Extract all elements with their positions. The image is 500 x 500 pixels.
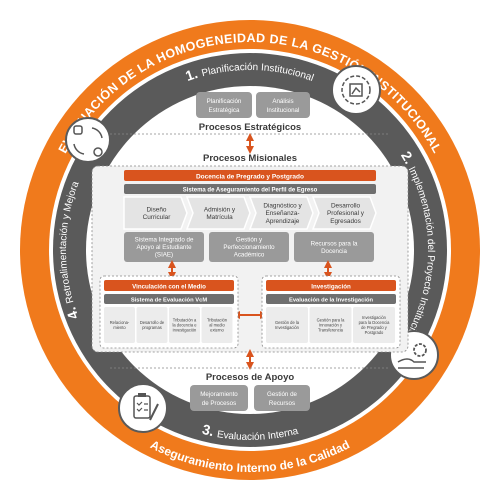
investigacion-item-1-line-2: Investigación	[275, 325, 300, 330]
investigacion-bar-label: Investigación	[311, 283, 351, 290]
planificacion-estrategica-line2: Estratégica	[209, 107, 241, 114]
perfil-egreso-bar-label: Sistema de Aseguramiento del Perfil de E…	[183, 188, 318, 194]
docencia-support-box-2-line-2: Perfeccionamiento	[223, 244, 275, 251]
docencia-support-box-3-line-2: Docencia	[321, 248, 347, 255]
investigacion-item-3	[353, 307, 395, 343]
perfil-step-2-line-1: Admisión y	[204, 206, 236, 213]
vinculacion-item-2	[136, 307, 168, 343]
investigacion-item-2-line-3: Transferencia	[318, 327, 344, 332]
investigacion-sub-bar	[266, 294, 396, 304]
docencia-support-box-1-line-1: Sistema Integrado de	[135, 237, 194, 244]
perfil-step-4-line-1: Desarrollo	[331, 203, 361, 210]
vinculacion-item-3	[169, 307, 200, 343]
clipboard-checklist-icon	[118, 383, 168, 433]
investigacion-item-2	[309, 307, 352, 343]
docencia-support-box-3	[294, 232, 374, 262]
vinculacion-section: Vinculación con el Medio Sistema de Eval…	[99, 275, 239, 349]
vinculacion-item-3-line-2: la docencia e	[172, 322, 197, 327]
perfil-step-3	[248, 196, 314, 230]
gestion-recursos-line2: Recursos	[269, 400, 295, 407]
apoyo-title: Procesos de Apoyo	[206, 372, 295, 383]
investigacion-sub-label: Evaluación de la Investigación	[289, 297, 374, 303]
perfil-step-4	[311, 196, 377, 230]
settings-dashboard-icon	[331, 65, 381, 115]
docencia-bar	[124, 170, 376, 181]
gestion-recursos-box	[254, 385, 310, 411]
perfil-step-2-line-2: Matrícula	[206, 214, 233, 221]
apoyo-section: Procesos de Apoyo Mejoramiento de Proces…	[110, 367, 390, 411]
vinculacion-bar-label: Vinculación con el Medio	[132, 283, 206, 290]
investigacion-item-3-line-3: de Pregrado y	[361, 325, 388, 330]
docencia-support-box-1	[124, 232, 204, 262]
mejoramiento-procesos-box	[190, 385, 248, 411]
vinculacion-item-3-line-1: Tributación a	[173, 318, 197, 323]
docencia-support-box-2	[209, 232, 289, 262]
investigacion-item-1-line-1: Gestión de la	[275, 320, 300, 325]
planificacion-estrategica-box	[196, 92, 252, 118]
investigacion-section: Investigación Evaluación de la Investiga…	[261, 275, 401, 349]
estrategicos-title: Procesos Estratégicos	[199, 122, 301, 133]
docencia-support-box-1-line-2: Apoyo al Estudiante	[136, 244, 192, 251]
vinculacion-item-1-line-1: Relaciona-	[110, 320, 130, 325]
vinculacion-item-2-line-2: programas	[142, 325, 162, 330]
analisis-institucional-box	[256, 92, 310, 118]
docencia-support-box-2-line-3: Académico	[234, 252, 265, 259]
perfil-step-3-line-2: Enseñanza-	[265, 210, 299, 217]
mejoramiento-procesos-line2: de Procesos	[202, 400, 236, 407]
docencia-support-box-2-line-1: Gestión y	[236, 237, 263, 244]
perfil-step-3-line-1: Diagnóstico y	[263, 203, 302, 210]
investigacion-item-2-line-2: Innovación y	[319, 322, 343, 327]
analisis-institucional-line2: Institucional	[267, 107, 300, 114]
vinculacion-bar	[104, 280, 234, 291]
investigacion-item-3-line-2: para la Docencia	[359, 320, 390, 325]
perfil-step-1	[123, 196, 188, 230]
perfil-egreso-bar	[124, 184, 376, 194]
mejoramiento-procesos-line1: Mejoramiento	[200, 391, 238, 398]
gestion-recursos-line1: Gestión de	[267, 391, 297, 398]
docencia-support-box-3-line-1: Recursos para la	[311, 240, 358, 247]
perfil-step-1-line-1: Diseño	[147, 206, 167, 213]
perfil-step-4-line-2: Profesional y	[327, 210, 365, 217]
investigacion-bar	[266, 280, 396, 291]
perfil-step-2	[185, 196, 251, 230]
investigacion-item-3-line-4: Postgrado	[365, 330, 384, 335]
vinculacion-item-4-line-1: Tributación	[207, 318, 228, 323]
vinculacion-item-3-line-3: investigación	[173, 327, 197, 332]
misionales-title: Procesos Misionales	[203, 153, 297, 164]
vinculacion-item-4-line-3: externo	[210, 327, 224, 332]
investigacion-item-3-line-1: Investigación	[362, 315, 387, 320]
vinculacion-sub-bar	[104, 294, 234, 304]
docencia-support-box-1-line-3: (SIAE)	[155, 252, 173, 259]
vinculacion-item-1-line-2: miento	[113, 325, 126, 330]
investigacion-item-1	[266, 307, 308, 343]
planificacion-estrategica-line1: Planificación	[207, 98, 242, 105]
vinculacion-item-4	[201, 307, 233, 343]
vinculacion-sub-label: Sistema de Evaluación VcM	[131, 297, 208, 303]
perfil-step-3-line-3: Aprendizaje	[266, 218, 300, 225]
perfil-step-1-line-2: Curricular	[143, 214, 172, 221]
vinculacion-item-1	[104, 307, 135, 343]
docencia-bar-label: Docencia de Pregrado y Postgrado	[196, 174, 304, 181]
vinculacion-item-2-line-1: Desarrollo de	[140, 320, 165, 325]
investigacion-item-2-line-1: Gestión para la	[317, 318, 345, 323]
perfil-step-4-line-3: Egresados	[330, 218, 361, 225]
analisis-institucional-line1: Análisis	[272, 98, 293, 105]
vinculacion-item-4-line-2: al medio	[209, 322, 225, 327]
cycle-people-icon	[65, 117, 111, 163]
